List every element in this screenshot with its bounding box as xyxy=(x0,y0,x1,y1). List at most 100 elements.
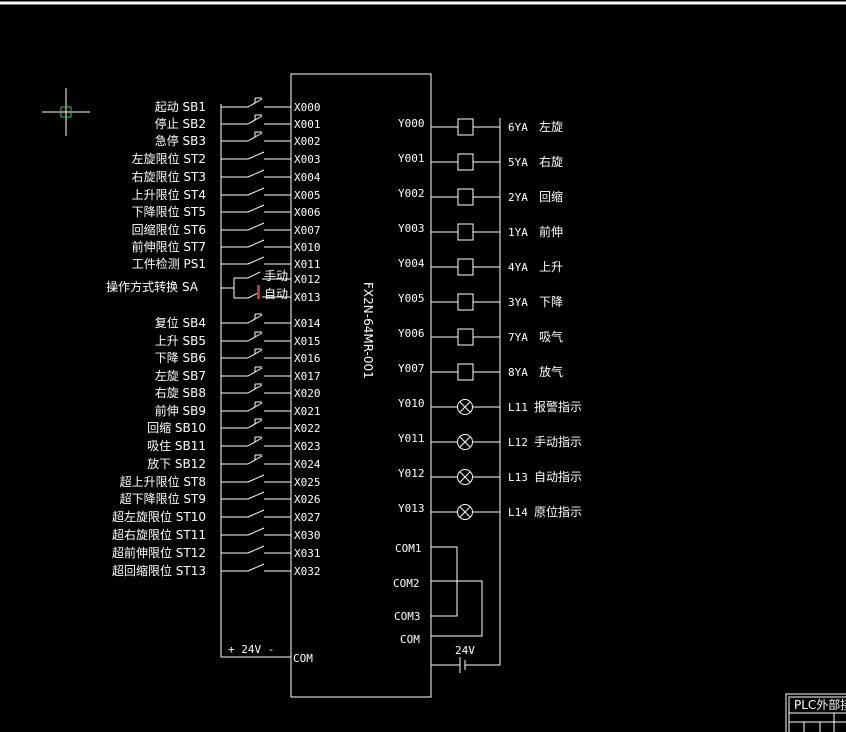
nc-pushbutton-icon xyxy=(247,401,263,412)
no-contact-icon xyxy=(247,474,265,483)
input-terminal-label: X012 xyxy=(294,273,321,286)
input-terminal-label: X022 xyxy=(294,422,321,435)
nc-pushbutton-icon xyxy=(247,366,263,377)
output-device-label: L11 xyxy=(508,401,528,414)
input-terminal-label: X001 xyxy=(294,118,321,131)
input-label: 上升 SB5 xyxy=(155,334,206,348)
com1-label: COM1 xyxy=(395,542,422,555)
input-terminal-label: X025 xyxy=(294,476,321,489)
input-terminal-label: X017 xyxy=(294,370,321,383)
plc-body xyxy=(290,73,432,698)
no-contact-icon xyxy=(247,256,265,265)
output-terminal-label: Y012 xyxy=(398,467,425,480)
input-row: 吸住 SB11 X023 xyxy=(147,436,321,453)
input-terminal-label: X027 xyxy=(294,511,321,524)
input-row: 下降限位 ST5 X006 xyxy=(132,204,321,219)
solenoid-coil-icon xyxy=(457,363,474,381)
input-terminal-label: X000 xyxy=(294,101,321,114)
input-row: 起动 SB1 X000 xyxy=(155,97,321,114)
output-terminal-label: Y004 xyxy=(398,257,425,270)
output-function-label: 上升 xyxy=(539,260,563,274)
input-terminal-label: X006 xyxy=(294,206,321,219)
selector-position-label: 自动 xyxy=(264,287,288,301)
output-function-label: 手动指示 xyxy=(534,434,582,449)
output-device-label: 8YA xyxy=(508,366,528,379)
output-device-label: 1YA xyxy=(508,226,528,239)
output-function-label: 吸气 xyxy=(539,329,563,344)
input-label: 下降限位 ST5 xyxy=(132,204,206,219)
solenoid-coil-icon xyxy=(457,328,474,346)
input-label: 回缩限位 ST6 xyxy=(132,222,206,237)
nc-pushbutton-icon xyxy=(247,331,263,342)
no-contact-icon xyxy=(247,187,265,196)
output-device-label: 6YA xyxy=(508,121,528,134)
output-device-label: 5YA xyxy=(508,156,528,169)
input-label: 前伸限位 ST7 xyxy=(132,239,206,254)
input-label: 放下 SB12 xyxy=(147,456,206,471)
output-common-wiring: COM1 COM2 COM3 COM 24V xyxy=(393,118,501,673)
input-label: 前伸 SB9 xyxy=(155,403,206,418)
title-block-text: PLC外部接线 xyxy=(794,697,846,712)
lamp-icon xyxy=(457,469,473,485)
output-function-label: 原位指示 xyxy=(534,504,582,519)
input-label: 起动 SB1 xyxy=(155,100,206,114)
solenoid-coil-icon xyxy=(457,118,474,136)
selector-contact-icon xyxy=(247,271,261,279)
crosshair-cursor-icon xyxy=(42,88,90,136)
nc-pushbutton-icon xyxy=(247,383,263,394)
no-contact-icon xyxy=(247,527,265,536)
com-label: COM xyxy=(400,633,420,646)
output-function-label: 前伸 xyxy=(539,224,563,239)
input-label: 停止 SB2 xyxy=(155,116,206,131)
input-label: 右旋限位 ST3 xyxy=(132,169,206,184)
no-contact-icon xyxy=(247,563,265,572)
input-terminal-label: X014 xyxy=(294,317,321,330)
output-device-label: 3YA xyxy=(508,296,528,309)
output-supply-label: 24V xyxy=(455,644,475,657)
nc-pushbutton-icon xyxy=(247,97,263,108)
input-terminal-label: X016 xyxy=(294,352,321,365)
selector-position-label: 手动 xyxy=(264,269,288,283)
input-label: 复位 SB4 xyxy=(155,315,206,330)
lamp-icon xyxy=(457,434,473,450)
output-device-label: L13 xyxy=(508,471,528,484)
solenoid-coil-icon xyxy=(457,293,474,311)
output-terminal-label: Y005 xyxy=(398,292,425,305)
output-function-label: 左旋 xyxy=(539,119,563,134)
plc-model-label: FX2N-64MR-001 xyxy=(361,282,375,379)
output-terminal-label: Y013 xyxy=(398,502,425,515)
input-label: 超前伸限位 ST12 xyxy=(112,545,206,560)
input-terminal-label: X015 xyxy=(294,335,321,348)
input-terminal-label: X030 xyxy=(294,529,321,542)
input-label: 吸住 SB11 xyxy=(147,439,206,453)
input-terminal-label: X023 xyxy=(294,440,321,453)
no-contact-icon xyxy=(247,204,265,213)
no-contact-icon xyxy=(247,491,265,500)
solenoid-coil-icon xyxy=(457,153,474,171)
no-contact-icon xyxy=(247,169,265,178)
input-label: 急停 SB3 xyxy=(155,133,206,148)
input-label: 左旋 SB7 xyxy=(155,368,206,383)
input-terminal-label: X024 xyxy=(294,458,321,471)
com3-label: COM3 xyxy=(394,610,421,623)
no-contact-icon xyxy=(247,545,265,554)
solenoid-coil-icon xyxy=(457,223,474,241)
input-terminal-label: X003 xyxy=(294,153,321,166)
input-label: 右旋 SB8 xyxy=(155,385,206,400)
output-device-label: 7YA xyxy=(508,331,528,344)
input-label: 超下降限位 ST9 xyxy=(120,491,206,506)
